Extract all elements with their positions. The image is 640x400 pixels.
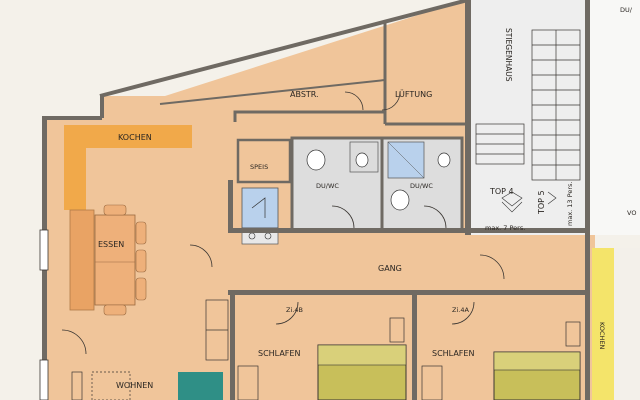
room-label-schlafen-right: SCHLAFEN (432, 349, 474, 358)
room-label-lueftung: LÜFTUNG (395, 89, 432, 99)
room-label-speis: SPEIS (250, 163, 268, 171)
room-label-schlafen-left: SCHLAFEN (258, 349, 300, 358)
dining-table (94, 214, 136, 306)
wall-top-left (42, 116, 102, 120)
room-label-kochen-right: KOCHEN (598, 322, 606, 350)
room-label-zi4b: Zi.4B (286, 306, 303, 314)
living-table (91, 371, 131, 400)
wall-living-divider (228, 180, 233, 228)
unit-markers (501, 191, 557, 213)
unit-cap-top5: max. 13 Pers. (566, 182, 574, 226)
room-label-duwc-left: DU/WC (316, 182, 339, 190)
tile-cabinet-door (251, 197, 266, 218)
room-label-stiegenhaus: STIEGENHAUS (504, 28, 513, 82)
adjacent-lower (614, 248, 640, 400)
room-label-gang: GANG (378, 264, 402, 273)
slanted-roof-wall (99, 0, 469, 98)
kitchen-counter (64, 125, 192, 210)
room-label-wohnen: WOHNEN (116, 381, 153, 390)
door-swings (61, 91, 505, 355)
dining-chairs (103, 204, 147, 316)
window-marks (39, 229, 49, 400)
wall-stair-left (465, 0, 471, 235)
room-label-du-top-right: DU/ (620, 6, 633, 14)
yellow-kitchen-strip (592, 248, 614, 400)
room-label-essen: ESSEN (98, 240, 124, 249)
room-label-vo-right: VO (627, 209, 636, 217)
dining-bench (69, 209, 95, 311)
bathroom-fixtures (306, 149, 451, 211)
unit-label-top5: TOP 5 (537, 190, 546, 215)
sofa (178, 372, 223, 400)
wall-corridor-top (228, 228, 590, 233)
unit-cap-top4: max. 7 Pers. (485, 224, 525, 232)
room-label-duwc-right: DU/WC (410, 182, 433, 190)
room-label-zi4a: Zi.4A (452, 306, 469, 314)
wall-corridor-bottom (228, 290, 590, 295)
room-label-kochen: KOCHEN (118, 133, 152, 142)
room-label-abstr: ABSTR. (290, 90, 319, 99)
roof-inner-wall (159, 79, 386, 105)
wall-bedroom-divider (412, 295, 417, 400)
tile-cabinet (241, 187, 279, 229)
wall-kitchen-top (100, 94, 104, 118)
wall-rooms-divider (230, 295, 235, 400)
wardrobes (205, 299, 581, 400)
adjacent-unit (590, 0, 640, 235)
speis-room (236, 138, 292, 184)
unit-label-top4: TOP 4 (489, 187, 514, 196)
wall-stair-right (585, 0, 590, 235)
living-area-marks (71, 371, 83, 400)
staircase (475, 29, 581, 181)
stair-hall (470, 0, 588, 235)
wall-right (585, 233, 590, 400)
